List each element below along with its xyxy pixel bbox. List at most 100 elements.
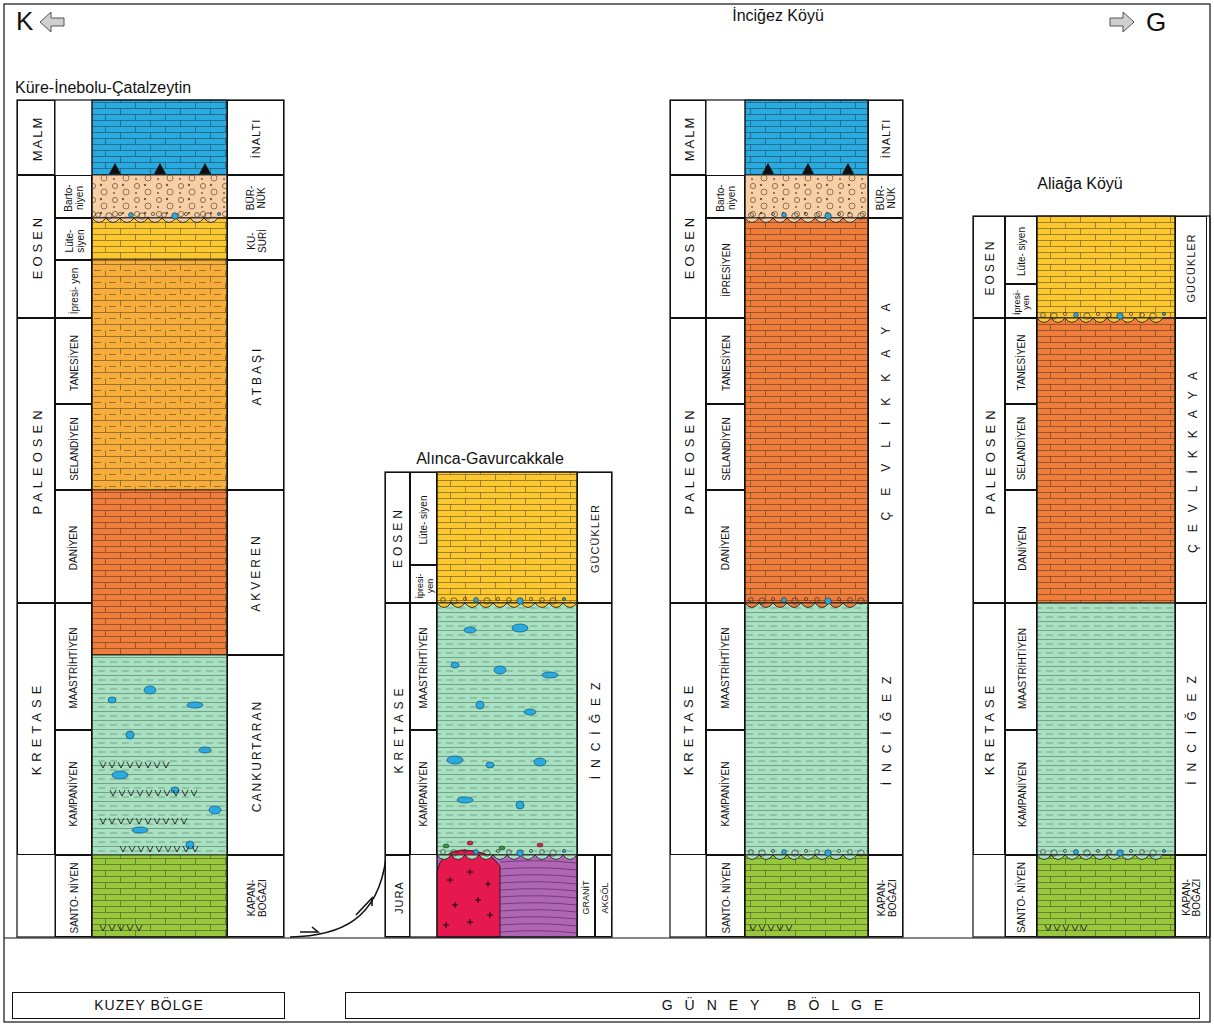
section-column: İnciğez KöyüMALMEOSENPALEOSENKRETASEBart… (670, 100, 903, 937)
unit-name: CANKURTARAN (228, 658, 285, 854)
lithology-bar (1037, 318, 1175, 603)
strat-cell: AKGÖL (595, 855, 612, 937)
unit-name: SELANDİYEN (56, 407, 93, 489)
unit-name: MAASTRİHTİYEN (707, 606, 746, 729)
strat-cell: MAASTRİHTİYEN (1005, 603, 1037, 730)
unit-name: PALEOSEN (18, 321, 56, 602)
unit-name: KRETASE (974, 606, 1006, 854)
unit-name: SELANDİYEN (707, 407, 746, 489)
section-column: Alınca-GavurcakkaleEOSENKRETASEJURALüte-… (385, 472, 612, 937)
unit-name: GÜCÜKLER (578, 475, 613, 602)
unit-name: İNALTI (228, 103, 285, 174)
lithology-bar (745, 855, 868, 937)
lithology-bar (92, 175, 227, 218)
strat-cell: BÜR- NÜK (227, 175, 284, 218)
chert-triangle (842, 163, 854, 174)
unit-name: DANİYEN (1006, 493, 1038, 602)
unit-name: DANİYEN (707, 493, 746, 602)
strat-cell: CANKURTARAN (227, 655, 284, 855)
strat-cell: İNALTI (227, 100, 284, 175)
direction-letter: G (1146, 9, 1166, 35)
unit-name: Barto- niyen (56, 178, 93, 217)
strat-cell: DANİYEN (55, 490, 92, 603)
unit-name: KUZEY BÖLGE (13, 993, 284, 1018)
unit-name: MALM (18, 103, 56, 174)
strat-cell: SELANDİYEN (706, 404, 745, 490)
column-title: İnciğez Köyü (732, 8, 824, 25)
unit-name: BÜR- NÜK (228, 178, 285, 217)
lithology-bar (92, 490, 227, 655)
strat-cell: KAPAN- BOĞAZI (227, 855, 284, 937)
unconformity (437, 603, 577, 608)
strat-cell: BÜR- NÜK (868, 175, 903, 218)
unit-name: İpresi- yen (411, 568, 438, 602)
strat-cell: TANESİYEN (1005, 318, 1037, 404)
unit-name: GRANİT (578, 858, 596, 936)
unit-name: SANTO- NİYEN (707, 858, 746, 936)
strat-cell: İNCİĞEZ (577, 603, 612, 855)
lithology-bar (745, 218, 868, 603)
strat-cell: SANTO- NİYEN (55, 855, 92, 937)
unit-name: MAASTRİHTİYEN (411, 606, 438, 729)
unit-name: İNALTI (869, 103, 904, 174)
strat-cell: SANTO- NİYEN (706, 855, 745, 937)
unit-name: DANİYEN (56, 493, 93, 602)
chert-triangle (199, 163, 211, 174)
lithology-bar (92, 655, 227, 855)
unit-name: Lüte- siyen (411, 475, 438, 564)
unit-name: Lüte- siyen (56, 221, 93, 259)
strat-cell: GÜCÜKLER (577, 472, 612, 603)
unit-name: SELANDİYEN (1006, 407, 1038, 489)
unit-name: KAPAN- BOĞAZI (869, 858, 904, 936)
unit-name: KAPAN- BOĞAZI (228, 858, 285, 936)
unit-name: EOSEN (18, 178, 56, 317)
strat-cell: TANESİYEN (55, 318, 92, 404)
strat-cell: TANESİYEN (706, 318, 745, 404)
strat-cell: KRETASE (670, 603, 706, 855)
lithology-bar (1037, 216, 1175, 318)
lithology-bar (92, 855, 227, 937)
unit-name: EOSEN (386, 475, 411, 602)
unit-name: EOSEN (974, 219, 1006, 317)
unit-name: KRETASE (386, 606, 411, 854)
unit-name: TANESİYEN (1006, 321, 1038, 403)
strat-cell: ÇEVLİKKAYA (868, 218, 903, 603)
unit-name: AKVEREN (228, 493, 285, 654)
strat-cell: İpresi- yen (1005, 284, 1037, 318)
column-title: Küre-İnebolu-Çatalzeytin (15, 80, 191, 97)
unit-name: KAMPANİYEN (411, 733, 438, 854)
strat-cell: Barto- niyen (706, 175, 745, 218)
strat-cell: MAASTRİHTİYEN (706, 603, 745, 730)
strat-cell: MAASTRİHTİYEN (55, 603, 92, 730)
unit-name: TANESİYEN (707, 321, 746, 403)
direction-letter: K (16, 8, 33, 34)
section-column: Küre-İnebolu-ÇatalzeytinMALMEOSENPALEOSE… (17, 100, 284, 937)
lithology-bar (437, 603, 577, 855)
unconformity (437, 855, 577, 860)
strat-cell: EOSEN (973, 216, 1005, 318)
strat-cell: Lüte- siyen (55, 218, 92, 260)
strat-cell: KRETASE (973, 603, 1005, 855)
unit-name: Lüte- siyen (1006, 219, 1038, 283)
strat-cell: KAPAN- BOĞAZI (868, 855, 903, 937)
strat-cell: EOSEN (17, 175, 55, 318)
granite-body (437, 850, 500, 937)
unit-name: AKGÖL (596, 858, 613, 936)
unit-name: KRETASE (18, 606, 56, 854)
strat-cell: DANİYEN (706, 490, 745, 603)
strat-cell: KAMPANİYEN (1005, 730, 1037, 855)
strat-cell: Barto- niyen (55, 175, 92, 218)
strat-cell: DANİYEN (1005, 490, 1037, 603)
unit-name: TANESİYEN (56, 321, 93, 403)
unit-name: KAMPANİYEN (707, 733, 746, 854)
column-title: Aliağa Köyü (1037, 176, 1122, 193)
unit-name: PALEOSEN (974, 321, 1006, 602)
strat-cell: EOSEN (670, 175, 706, 318)
section-column: Aliağa KöyüEOSENPALEOSENKRETASELüte- siy… (973, 216, 1210, 937)
strat-cell: EOSEN (385, 472, 410, 603)
strat-cell: KAMPANİYEN (410, 730, 437, 855)
unit-name: Barto- niyen (707, 178, 746, 217)
lithology-bar (92, 100, 227, 175)
lithology-bar (1037, 855, 1175, 937)
strat-cell: İpresi- yen (55, 260, 92, 318)
